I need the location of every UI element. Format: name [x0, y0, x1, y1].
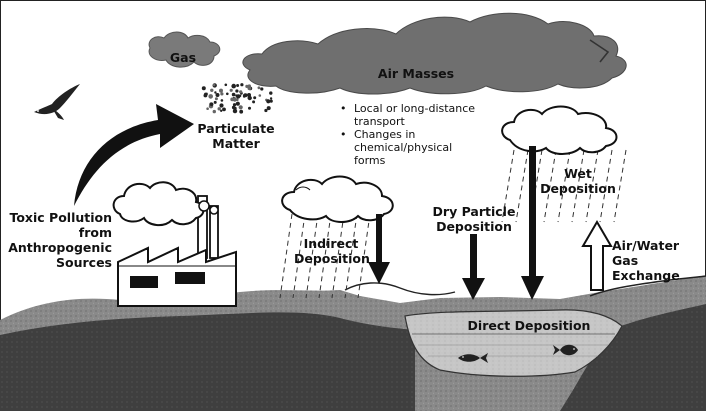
particle-dot [264, 108, 268, 113]
particle-dot [204, 92, 208, 97]
particle-dot [247, 86, 252, 91]
air-masses-label: Air Masses [377, 66, 455, 81]
particle-dot [258, 94, 262, 97]
rain-streak [585, 149, 599, 223]
particle-dot [242, 95, 246, 98]
particle-dot [260, 87, 264, 91]
particle-dot [217, 107, 221, 111]
indirect-cloud [279, 175, 394, 299]
air-water-gas-exchange-label: Air/Water Gas Exchange [612, 238, 680, 283]
particle-dot [212, 83, 216, 87]
particle-dot [208, 94, 213, 99]
particle-dot [236, 84, 240, 87]
factory-icon [112, 181, 237, 307]
particle-dot [214, 97, 218, 101]
gas-label: Gas [169, 50, 197, 65]
particle-dot [210, 88, 214, 93]
direct-deposition-label: Direct Deposition [467, 318, 591, 333]
particle-dot [238, 105, 243, 110]
wet-deposition-label: Wet Deposition [540, 166, 616, 196]
particle-dot [220, 92, 224, 96]
particle-dot [253, 96, 257, 100]
air-masses-cloud [242, 12, 627, 95]
particle-dot [269, 97, 273, 100]
particulate-matter-label: Particulate Matter [197, 121, 275, 151]
particle-dot [236, 94, 241, 99]
dry-particle-deposition-label: Dry Particle Deposition [432, 204, 516, 234]
particle-dot [206, 107, 209, 110]
rain-streak [613, 149, 627, 223]
particle-dot [219, 103, 224, 108]
rain-streak [501, 149, 515, 223]
particle-dot [219, 88, 223, 93]
particle-dot [245, 84, 249, 88]
particle-dot [235, 89, 239, 93]
water-body [404, 309, 623, 377]
particle-dot [239, 90, 243, 94]
bird-icon [34, 84, 80, 120]
particle-dot [247, 93, 251, 97]
rain-streak [543, 149, 557, 223]
rain-streak [599, 149, 613, 223]
particle-dot [248, 106, 251, 110]
rain-streak [279, 213, 293, 299]
particle-dot [235, 101, 240, 106]
particle-dot [224, 83, 228, 87]
air-mass-notes: Local or long-distance transport Changes… [338, 102, 484, 167]
particle-dot [213, 100, 217, 104]
particle-dot [229, 88, 233, 92]
note-transport: Local or long-distance transport [338, 102, 484, 128]
particulate-dots [201, 83, 273, 114]
rain-streak [557, 149, 571, 223]
rain-streak [571, 149, 585, 223]
dry-deposition-arrow [462, 234, 485, 300]
particle-dot [215, 93, 220, 97]
wet-cloud [501, 105, 627, 223]
note-changes: Changes in chemical/physical forms [338, 128, 474, 167]
particle-dot [269, 91, 273, 95]
emission-arrow [74, 104, 194, 206]
particle-dot [239, 109, 244, 114]
land-mass [0, 275, 706, 411]
particle-dot [201, 86, 206, 91]
fish-icon [458, 353, 488, 363]
particle-dot [232, 97, 237, 102]
particle-dot [269, 99, 273, 103]
indirect-deposition-arrow [368, 214, 390, 284]
particle-dot [232, 108, 238, 114]
indirect-deposition-label: Indirect Deposition [294, 236, 370, 266]
gas-exchange-arrow [581, 220, 613, 291]
particle-dot [214, 91, 217, 94]
toxic-pollution-label: Toxic Pollution from Anthropogenic Sourc… [8, 210, 112, 270]
particle-dot [231, 83, 236, 89]
particle-dot [240, 83, 244, 87]
particle-dot [257, 86, 261, 90]
particle-dot [232, 103, 237, 107]
particle-dot [231, 92, 236, 97]
particle-dot [252, 100, 256, 104]
particle-dot [212, 109, 216, 114]
wet-deposition-arrow [521, 146, 544, 300]
gas-cloud [148, 31, 221, 68]
particle-dot [220, 109, 223, 113]
particle-dot [226, 92, 229, 96]
particle-dot [220, 99, 224, 102]
particle-dot [209, 102, 214, 107]
particle-dot [222, 107, 226, 112]
particle-dot [266, 99, 271, 104]
particle-dot [266, 106, 271, 111]
rain-streak [515, 149, 529, 223]
fish-icon [553, 344, 578, 356]
